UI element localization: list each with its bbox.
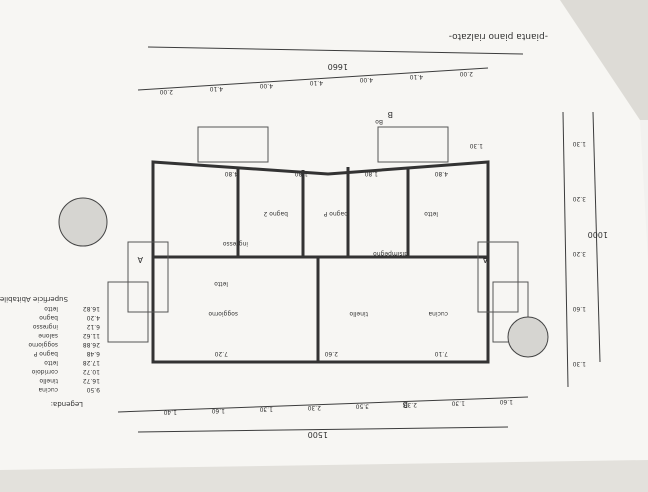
balcony-left — [377, 126, 449, 163]
dimension-bottom-segment: 3.50 — [355, 403, 369, 410]
dimension-top-segment: 4.10 — [409, 73, 423, 80]
legend: Legenda: Superficie Abitabile = 121,74 m… — [0, 295, 100, 408]
dimension-inner-bottom: 7.10 — [434, 350, 448, 357]
room-label: letto — [214, 280, 228, 287]
legend-row-value: 16.72 — [83, 377, 100, 384]
room-label: bagno 2 — [263, 210, 288, 217]
tree-symbol — [507, 316, 549, 358]
dimension-top-segment: 2.00 — [459, 70, 473, 77]
dimension-right-segment: 1.30 — [572, 140, 586, 147]
legend-row-label: bagno P — [33, 350, 58, 357]
legend-row-value: 6.12 — [86, 323, 100, 330]
room-label: letto — [424, 210, 438, 217]
dimension-right-segment: 3.20 — [572, 195, 586, 202]
dimension-right-overall: 1000 — [588, 230, 608, 239]
dimension-mark: 1.30 — [469, 142, 483, 149]
legend-row-value: 10.72 — [83, 368, 100, 375]
room-label: disimpegno — [373, 250, 408, 257]
tree-symbol — [58, 197, 108, 247]
dimension-line-overall — [147, 46, 524, 55]
legend-row-value: 9.50 — [86, 386, 100, 393]
legend-row-label: cucina — [38, 386, 58, 393]
section-mark: B — [403, 400, 409, 409]
dimension-bottom-segment: 2.30 — [403, 401, 417, 408]
dimension-bottom-segment: 2.30 — [307, 404, 321, 411]
legend-surface: Superficie Abitabile = 121,74 mq — [0, 295, 68, 303]
dimension-bottom-segment: 1.60 — [499, 398, 513, 405]
dimension-bottom-segment: 1.40 — [163, 409, 177, 416]
dimension-bottom-segment: 1.60 — [211, 407, 225, 414]
dimension-top-overall: 1660 — [328, 62, 348, 71]
balcony-right — [197, 126, 269, 163]
legend-row-label: letto — [44, 305, 58, 312]
dimension-top-segment: 2.00 — [159, 88, 173, 95]
dimension-right-segment: 1.30 — [572, 360, 586, 367]
section-mark: A — [137, 255, 143, 264]
legend-row-value: 16.82 — [83, 305, 100, 312]
dimension-line-side-inner — [562, 111, 569, 388]
room-label: cucina — [428, 310, 448, 317]
walls — [151, 160, 490, 364]
paper-bottom-shadow — [0, 460, 648, 492]
section-mark-side: Bo — [375, 118, 383, 125]
dimension-inner-bottom: 2.60 — [324, 350, 338, 357]
drawing-content: -pianta piano rialzato- 1660 1500 1000 l… — [0, 31, 608, 439]
dimension-right-segment: 1.60 — [572, 305, 586, 312]
legend-heading: Legenda: — [51, 400, 83, 408]
dimension-inner-top: 1.80 — [294, 170, 308, 177]
trees — [58, 197, 549, 358]
legend-row-label: bagno — [39, 314, 58, 321]
dimension-line-bottom — [137, 426, 509, 433]
legend-row-label: salone — [38, 332, 58, 339]
legend-row-label: soggiorno — [28, 341, 58, 348]
dimension-line-segments — [137, 67, 489, 91]
dimension-line-side — [592, 111, 601, 363]
dimension-bottom-segment: 1.30 — [451, 400, 465, 407]
dimension-inner-top: 1.80 — [364, 170, 378, 177]
legend-row-value: 26.88 — [83, 341, 100, 348]
section-mark: B — [388, 110, 394, 119]
drawing-title: -pianta piano rialzato- — [449, 31, 548, 41]
dimension-top-segment: 4.00 — [259, 82, 273, 89]
dimension-inner-top: 4.80 — [224, 170, 238, 177]
legend-row-label: corridoio — [31, 368, 58, 375]
dimension-bottom-segment: 1.30 — [259, 406, 273, 413]
legend-row-label: letto — [44, 359, 58, 366]
legend-row-value: 11.62 — [83, 332, 100, 339]
dimension-inner-top: 4.80 — [434, 170, 448, 177]
dimension-right-segment: 3.20 — [572, 250, 586, 257]
legend-rows: cucina 9.50 tinello 16.72 corridoio 10.72 lett… — [28, 305, 100, 393]
room-label: ingresso — [222, 240, 248, 247]
paper-corner-shadow — [560, 0, 648, 120]
room-label: soggiorno — [208, 310, 238, 317]
legend-row-label: tinello — [39, 377, 58, 384]
legend-row-value: 6.48 — [86, 350, 100, 357]
outer-wall — [151, 160, 490, 364]
dimension-top-segment: 4.10 — [209, 85, 223, 92]
dimension-bottom-overall: 1500 — [308, 430, 328, 439]
balcony-side-left — [477, 241, 519, 313]
dimension-top-segment: 4.00 — [359, 76, 373, 83]
legend-row-label: ingresso — [32, 323, 58, 330]
dimension-top-segment: 4.10 — [309, 79, 323, 86]
room-label: bagno P — [323, 210, 348, 217]
dimension-inner-bottom: 7.20 — [214, 350, 228, 357]
steps-right — [107, 281, 149, 343]
legend-row-value: 4.20 — [86, 314, 100, 321]
legend-row-value: 17.28 — [83, 359, 100, 366]
room-label: tinello — [349, 310, 368, 317]
dimension-line-bottom-segments — [117, 396, 529, 413]
section-mark: A — [482, 255, 488, 264]
